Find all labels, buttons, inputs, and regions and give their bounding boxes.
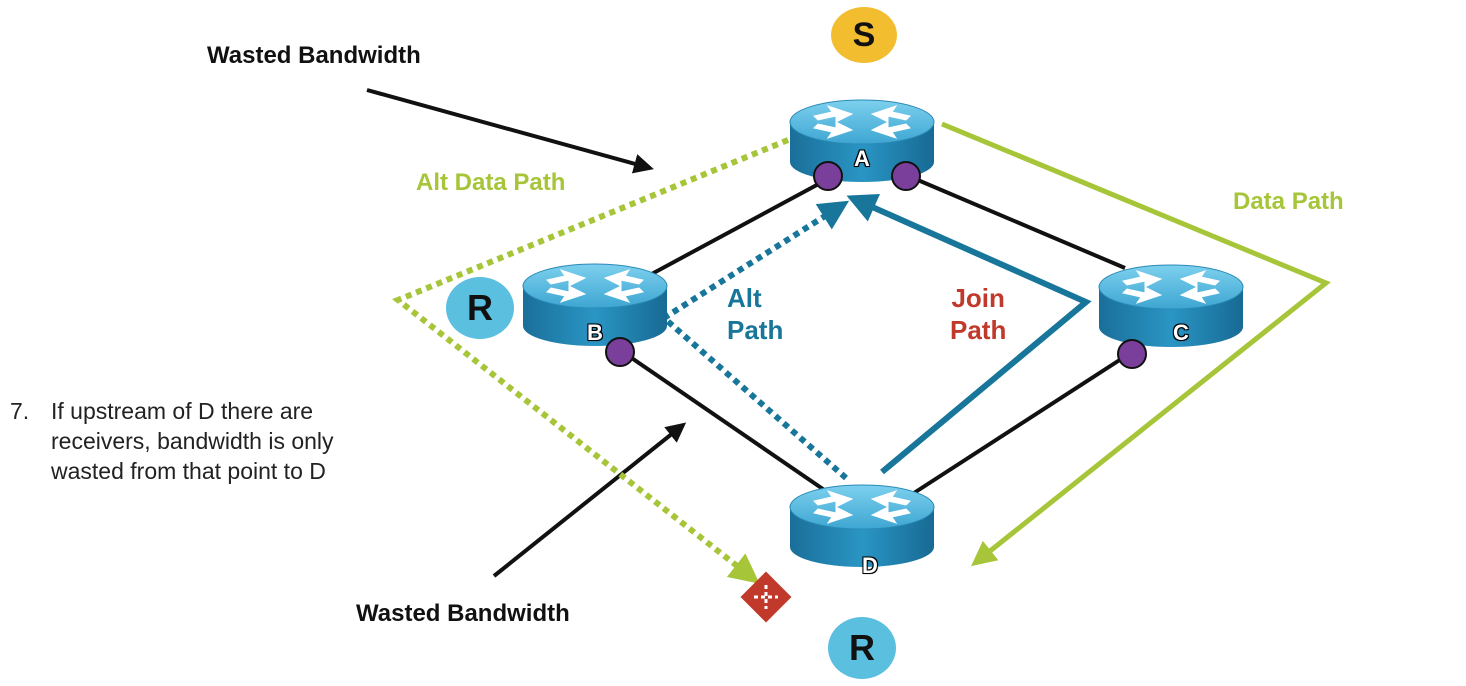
interface-dot — [813, 161, 843, 191]
join-path-label: Join Path — [950, 282, 1006, 346]
alt-path-label: Alt Path — [727, 282, 783, 346]
prune-icon — [740, 571, 792, 623]
join-path-label-line2: Path — [950, 315, 1007, 345]
wasted-bandwidth-top-label: Wasted Bandwidth — [207, 42, 421, 69]
link-a-c — [905, 173, 1126, 270]
interface-dot — [891, 161, 921, 191]
alt-path-label-line2: Path — [727, 315, 784, 345]
join-path-label-line1: Join — [951, 283, 1005, 313]
interface-dot — [605, 337, 635, 367]
wasted-bandwidth-bottom-label: Wasted Bandwidth — [356, 600, 570, 627]
alt-path-label-line1: Alt — [727, 283, 762, 313]
link-b-d — [618, 348, 838, 500]
links — [618, 173, 1134, 504]
receiver-badge-bottom: R — [828, 617, 896, 679]
router-c-label: C — [1173, 320, 1189, 345]
router-d-label: D — [862, 553, 878, 578]
router-b-label: B — [587, 320, 603, 345]
source-badge: S — [831, 7, 897, 63]
step-note: 7. If upstream of D there are receivers, … — [10, 396, 440, 486]
alt-data-path-label: Alt Data Path — [416, 169, 566, 196]
router-a-label: A — [854, 146, 870, 171]
wasted-top-pointer — [366, 88, 654, 174]
interface-dots — [605, 161, 1147, 369]
interface-dot — [1117, 339, 1147, 369]
data-path-line — [941, 121, 1331, 567]
step-number: 7. — [10, 398, 30, 424]
note-line-2: receivers, bandwidth is only — [51, 428, 334, 454]
note-line-1: If upstream of D there are — [51, 398, 314, 424]
join-path-line — [846, 194, 1092, 475]
wasted-bottom-pointer — [492, 422, 687, 578]
data-path-label: Data Path — [1233, 188, 1344, 215]
receiver-badge-left: R — [446, 277, 514, 339]
note-line-3: wasted from that point to D — [51, 458, 326, 484]
alt-data-path-line — [392, 137, 790, 584]
link-a-b — [621, 178, 827, 292]
link-c-d — [898, 350, 1134, 504]
